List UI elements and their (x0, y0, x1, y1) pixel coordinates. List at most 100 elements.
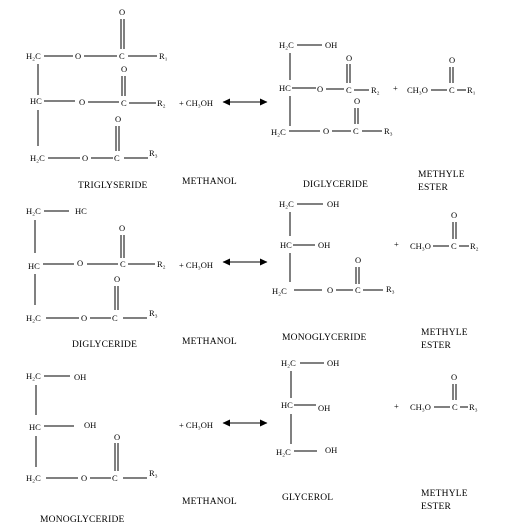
reactant-label: DIGLYCERIDE (72, 340, 137, 350)
atom-h2c-top: H₂C (281, 358, 296, 368)
atom-oh: OH (325, 40, 337, 50)
atom-o: O (75, 51, 81, 61)
atom-h2c-top: H₂C (26, 206, 41, 216)
product-label: MONOGLYCERIDE (282, 333, 367, 343)
plus-sign: + (394, 239, 399, 249)
atom-hc: HC (279, 83, 291, 93)
ester-label-line2: ESTER (421, 502, 451, 512)
reactant-label: TRIGLYSERIDE (78, 181, 148, 191)
atom-hc-top: HC (75, 206, 87, 216)
atom-o: O (323, 126, 329, 136)
atom-o: O (317, 84, 323, 94)
atom-carbonyl-o: O (346, 53, 352, 63)
monoglyceride-reactant-structure: H₂C OH HC OH H₂C O C O R₃ (26, 371, 158, 483)
atom-carbonyl-o: O (451, 210, 457, 220)
ester-label-line2: ESTER (421, 341, 451, 351)
atom-h2c-bottom: H₂C (30, 153, 45, 163)
group-r3: R₃ (149, 468, 158, 478)
reaction-2: H₂C HC HC O C O R₂ H₂C O C O R₃ DI (26, 199, 479, 351)
atom-c: C (112, 313, 118, 323)
atom-c: C (451, 241, 457, 251)
atom-oh-bottom: OH (325, 445, 337, 455)
product-label: GLYCEROL (282, 493, 333, 503)
methyl-ester-r2: CH₃O C O R₂ (410, 210, 479, 251)
reagent-label: METHANOL (182, 337, 237, 347)
group-r: R₃ (469, 402, 478, 412)
reaction-1: H₂C O C O R₁ HC O C O R₂ H₂C O (26, 7, 476, 193)
group-r: R₂ (470, 241, 479, 251)
atom-c: C (121, 98, 127, 108)
atom-h2c-bottom: H₂C (271, 127, 286, 137)
atom-h2c-bottom: H₂C (26, 313, 41, 323)
atom-c: C (353, 126, 359, 136)
reagent-label: METHANOL (182, 497, 237, 507)
group-r2: R₂ (157, 259, 166, 269)
atom-c: C (355, 285, 361, 295)
methyl-ester-r3: CH₃O C O R₃ (410, 372, 478, 412)
atom-o: O (79, 97, 85, 107)
atom-hc: HC (280, 240, 292, 250)
atom-carbonyl-o: O (354, 96, 360, 106)
plus-sign: + (394, 401, 399, 411)
atom-o: O (81, 473, 87, 483)
atom-carbonyl-o: O (355, 255, 361, 265)
group-r2: R₂ (371, 85, 380, 95)
group-ch3o: CH₃O (410, 241, 431, 251)
atom-oh-top: OH (327, 358, 339, 368)
ester-label-line1: METHYLE (418, 170, 465, 180)
group-r: R₁ (467, 85, 476, 95)
plus-sign: + (393, 83, 398, 93)
atom-oh-top: OH (74, 372, 86, 382)
atom-h2c-top: H₂C (26, 51, 41, 61)
atom-c: C (120, 259, 126, 269)
atom-o: O (327, 285, 333, 295)
atom-hc: HC (28, 261, 40, 271)
diglyceride-structure: H₂C OH HC O C O R₂ H₂C O C O R₃ (271, 40, 393, 137)
atom-carbonyl-o: O (121, 64, 127, 74)
atom-oh-mid: OH (318, 403, 330, 413)
atom-h2c-bottom: H₂C (26, 473, 41, 483)
atom-h2c-bottom: H₂C (272, 286, 287, 296)
group-r3: R₃ (149, 148, 158, 158)
atom-o: O (81, 313, 87, 323)
group-ch3o: CH₃O (407, 85, 428, 95)
atom-oh-mid: OH (84, 420, 96, 430)
ester-label-line1: METHYLE (421, 328, 468, 338)
reagent-label: METHANOL (182, 177, 237, 187)
atom-c: C (119, 51, 125, 61)
reactant-label: MONOGLYCERIDE (40, 515, 125, 525)
atom-carbonyl-o: O (114, 432, 120, 442)
atom-oh-mid: OH (318, 240, 330, 250)
atom-carbonyl-o: O (449, 55, 455, 65)
atom-carbonyl-o: O (119, 7, 125, 17)
group-r1: R₁ (159, 51, 168, 61)
glycerol-structure: H₂C OH HC OH H₂C OH (276, 358, 339, 457)
methyl-ester-r1: CH₃O C O R₁ (407, 55, 476, 95)
diglyceride-reactant-structure: H₂C HC HC O C O R₂ H₂C O C O R₃ (26, 206, 166, 323)
atom-o: O (82, 153, 88, 163)
group-r3: R₃ (149, 308, 158, 318)
group-ch3o: CH₃O (410, 402, 431, 412)
atom-carbonyl-o: O (115, 114, 121, 124)
reaction-3: H₂C OH HC OH H₂C O C O R₃ MONOGLYCERIDE … (26, 358, 478, 525)
monoglyceride-product-structure: H₂C OH HC OH H₂C O C O R₃ (272, 199, 395, 296)
atom-hc: HC (281, 400, 293, 410)
atom-oh-top: OH (327, 199, 339, 209)
atom-c: C (452, 402, 458, 412)
group-r3: R₃ (386, 284, 395, 294)
product-label: DIGLYCERIDE (303, 180, 368, 190)
atom-h2c-bottom: H₂C (276, 447, 291, 457)
atom-c: C (449, 85, 455, 95)
group-r2: R₂ (157, 98, 166, 108)
atom-h2c-top: H₂C (279, 40, 294, 50)
reagent-methanol: + CH₃OH (179, 420, 213, 430)
atom-hc: HC (29, 422, 41, 432)
ester-label-line1: METHYLE (421, 489, 468, 499)
atom-hc: HC (30, 96, 42, 106)
group-r3: R₃ (384, 126, 393, 136)
atom-o: O (77, 258, 83, 268)
triglyceride-structure: H₂C O C O R₁ HC O C O R₂ H₂C O (26, 7, 168, 163)
atom-carbonyl-o: O (451, 372, 457, 382)
reagent-methanol: + CH₃OH (179, 98, 213, 108)
